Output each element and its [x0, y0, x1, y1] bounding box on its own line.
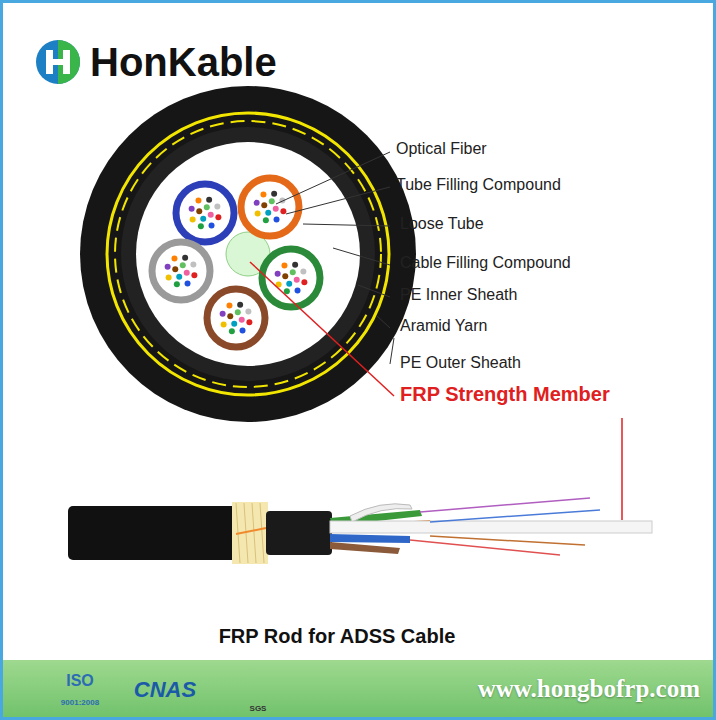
part-name: Cable Filling Compound	[400, 254, 571, 272]
red-leader	[621, 418, 623, 520]
website-url: www.hongbofrp.com	[478, 675, 700, 703]
part-name: FRP Strength Member	[400, 383, 610, 406]
part-name: Optical Fiber	[396, 140, 487, 158]
part-name: PE Inner Sheath	[400, 286, 517, 304]
footer-band: www.hongbofrp.com	[0, 660, 716, 720]
logo-icon	[36, 40, 80, 84]
part-name: Loose Tube	[400, 215, 484, 233]
part-name: Aramid Yarn	[400, 317, 487, 335]
cert-text: SGS	[250, 704, 267, 713]
part-name: Tube Filling Compound	[396, 176, 561, 194]
brand-logo: HonKable	[90, 40, 277, 85]
cert-text: 9001:2008	[61, 698, 99, 707]
caption: FRP Rod for ADSS Cable	[219, 625, 456, 648]
cert-text: CNAS	[134, 677, 196, 703]
cable-photo	[68, 498, 652, 564]
part-name: PE Outer Sheath	[400, 354, 521, 372]
cert-text: ISO	[66, 672, 94, 690]
red-leader	[250, 262, 394, 396]
leader-lines	[276, 152, 394, 364]
cable-cross-section	[80, 86, 416, 422]
